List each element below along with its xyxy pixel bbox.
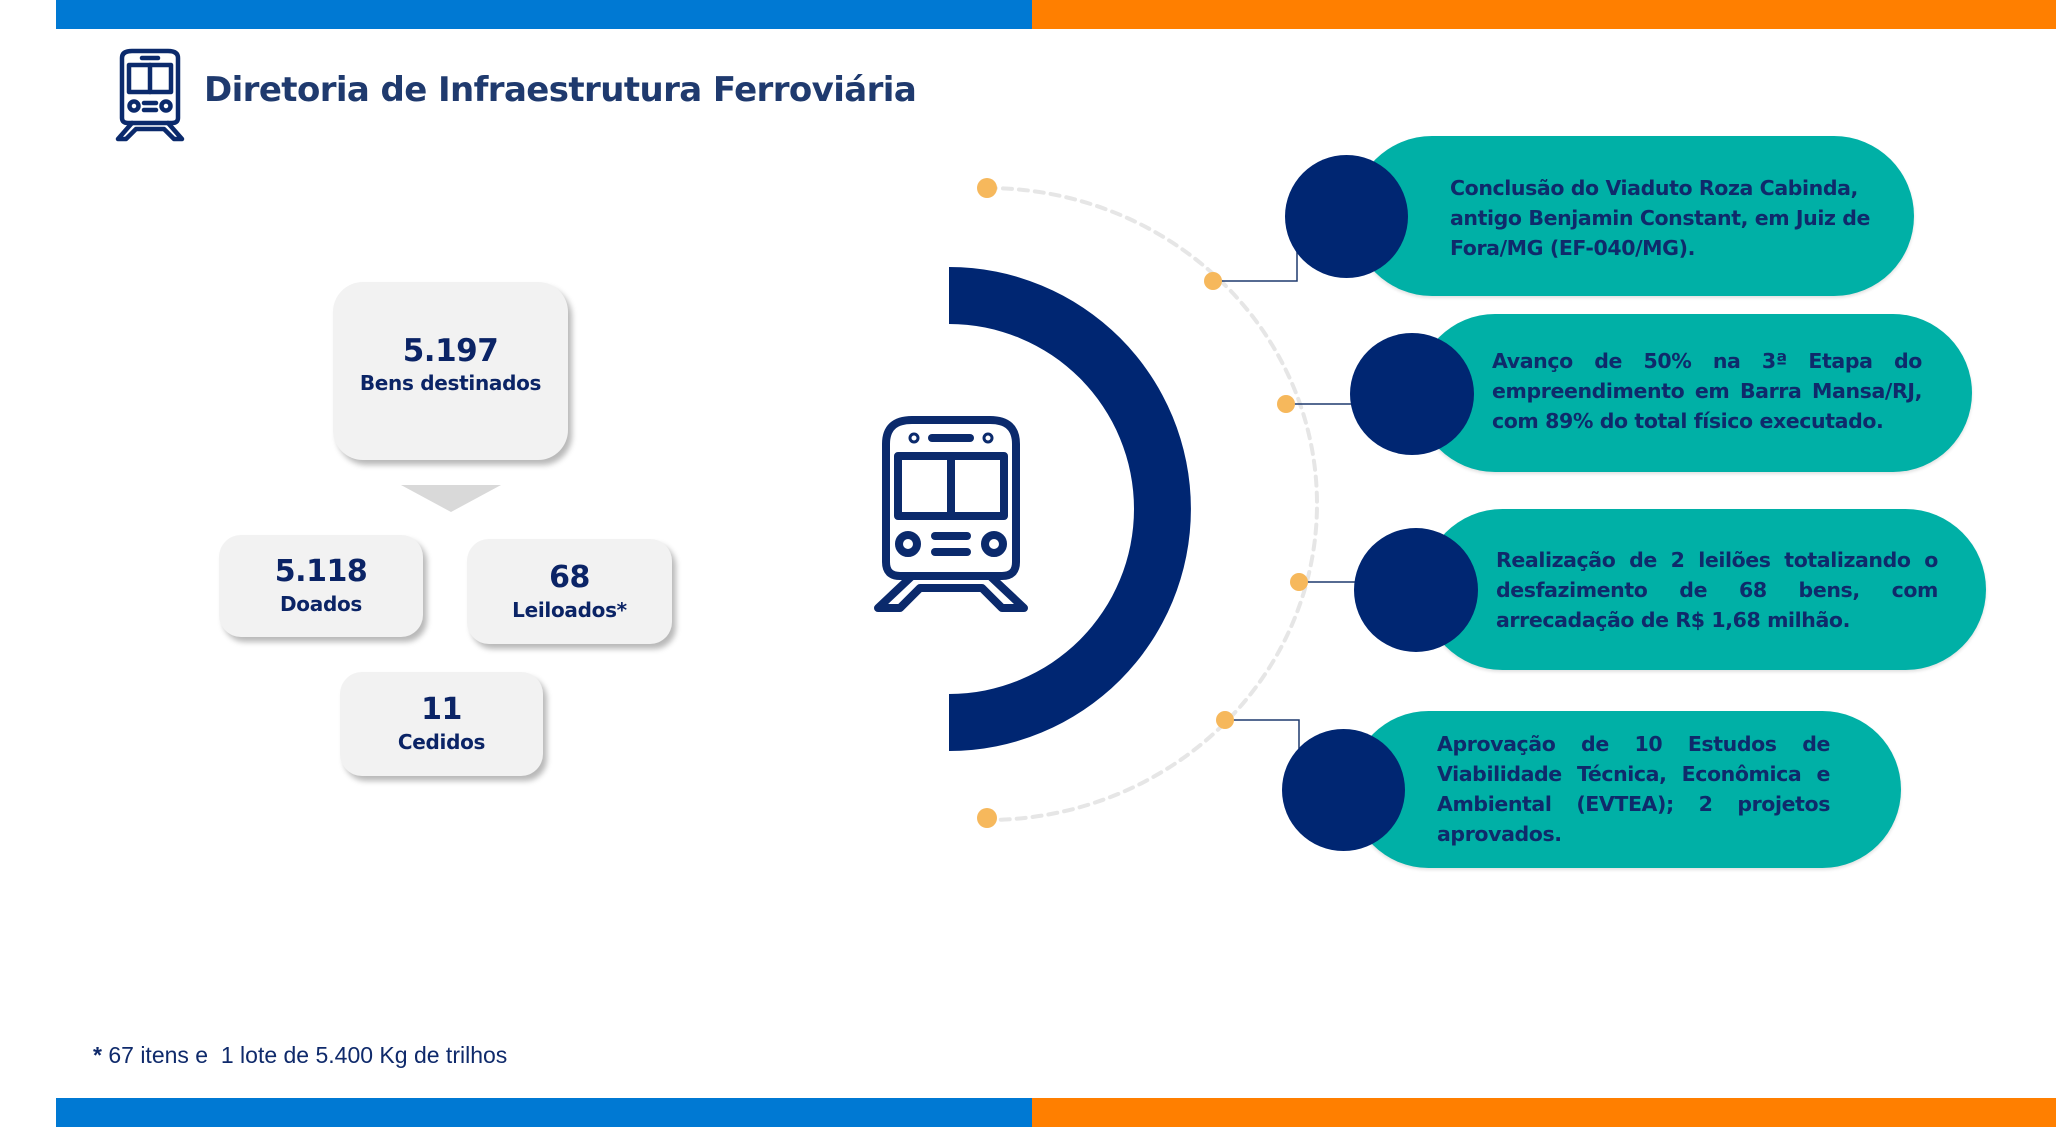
stat-value: 5.118 [274, 554, 368, 589]
train-icon [115, 48, 185, 142]
half-ring [949, 267, 1191, 751]
page-title: Diretoria de Infraestrutura Ferroviária [204, 70, 917, 110]
stat-label: Leiloados* [512, 597, 627, 622]
timeline-dot [1277, 395, 1295, 413]
connector-line [1225, 719, 1300, 750]
highlight-pill [1350, 711, 1901, 868]
stat-value: 5.197 [402, 333, 499, 369]
bottom-bar-blue [56, 1098, 1032, 1127]
dashed-arc [985, 186, 1319, 822]
bullet-circle [1285, 155, 1408, 278]
timeline-dot [1290, 573, 1308, 591]
bullet-circle [1282, 729, 1405, 851]
bullet-circle [1354, 528, 1478, 652]
stat-card-leiloados: 68 Leiloados* [467, 539, 672, 644]
stat-value: 11 [421, 692, 462, 727]
stat-card-total: 5.197 Bens destinados [333, 282, 568, 460]
highlight-pill [1422, 509, 1986, 670]
stat-label: Bens destinados [359, 371, 542, 395]
footnote-marker: * [93, 1042, 102, 1068]
bullet-circle [1350, 333, 1474, 455]
timeline-dot [977, 178, 997, 198]
footnote-text: 67 itens e 1 lote de 5.400 Kg de trilhos [101, 1042, 508, 1068]
highlight-text: Realização de 2 leilões totalizando o de… [1496, 548, 1938, 632]
highlight-pill [1416, 314, 1972, 472]
top-bar-orange [1032, 0, 2056, 29]
footnote: * 67 itens e 1 lote de 5.400 Kg de trilh… [93, 1042, 507, 1069]
stat-card-doados: 5.118 Doados [219, 535, 423, 637]
stat-value: 68 [549, 559, 590, 595]
top-bar-blue [56, 0, 1032, 29]
highlight-pill [1352, 136, 1914, 296]
stat-card-cedidos: 11 Cedidos [340, 672, 543, 776]
down-arrow-icon [401, 485, 501, 512]
timeline-dot [977, 808, 997, 828]
connector-line [1213, 246, 1298, 282]
stat-label: Doados [280, 592, 362, 616]
highlight-text: Aprovação de 10 Estudos de Viabilidade T… [1437, 732, 1830, 846]
highlight-text: Conclusão do Viaduto Roza Cabinda, antig… [1450, 176, 1871, 260]
timeline-dot [1216, 711, 1234, 729]
stat-label: Cedidos [397, 730, 486, 754]
train-icon [874, 416, 1028, 612]
bottom-bar-orange [1032, 1098, 2056, 1127]
timeline-dot [1204, 272, 1222, 290]
highlight-text: Avanço de 50% na 3ª Etapa do empreendime… [1492, 349, 1922, 433]
